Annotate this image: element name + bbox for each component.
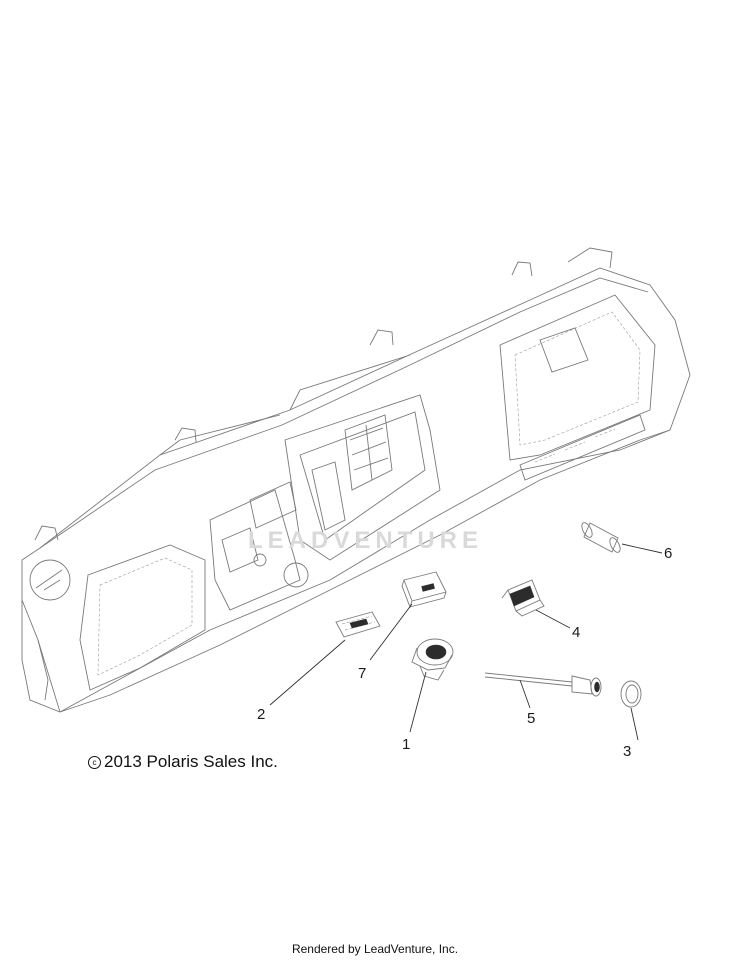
part-1-ignition-switch <box>411 638 454 681</box>
leader-2 <box>269 639 346 706</box>
part-2-vent <box>335 611 381 638</box>
callout-6: 6 <box>664 545 672 562</box>
rendered-by-footer: Rendered by LeadVenture, Inc. <box>291 942 459 956</box>
leader-4 <box>535 609 571 629</box>
leader-7 <box>369 603 413 661</box>
watermark-text: LEADVENTURE <box>248 527 483 554</box>
callout-2: 2 <box>257 706 265 723</box>
callout-7: 7 <box>358 665 366 682</box>
callout-1: 1 <box>402 736 410 753</box>
part-4-rocker-switch <box>501 579 545 617</box>
copyright-symbol: c <box>88 756 101 769</box>
part-5-shaft <box>484 672 602 697</box>
leader-1 <box>409 671 427 733</box>
part-6-cylinder <box>581 522 621 553</box>
leader-6 <box>621 543 663 554</box>
copyright-text: 2013 Polaris Sales Inc. <box>104 752 278 771</box>
part-7-switch <box>401 571 447 609</box>
leader-3 <box>630 707 639 741</box>
callout-5: 5 <box>527 710 535 727</box>
leader-5 <box>519 679 531 709</box>
dashboard-assembly <box>21 247 691 713</box>
part-3-ring <box>620 680 642 708</box>
callout-3: 3 <box>623 743 631 760</box>
callout-4: 4 <box>572 624 580 641</box>
